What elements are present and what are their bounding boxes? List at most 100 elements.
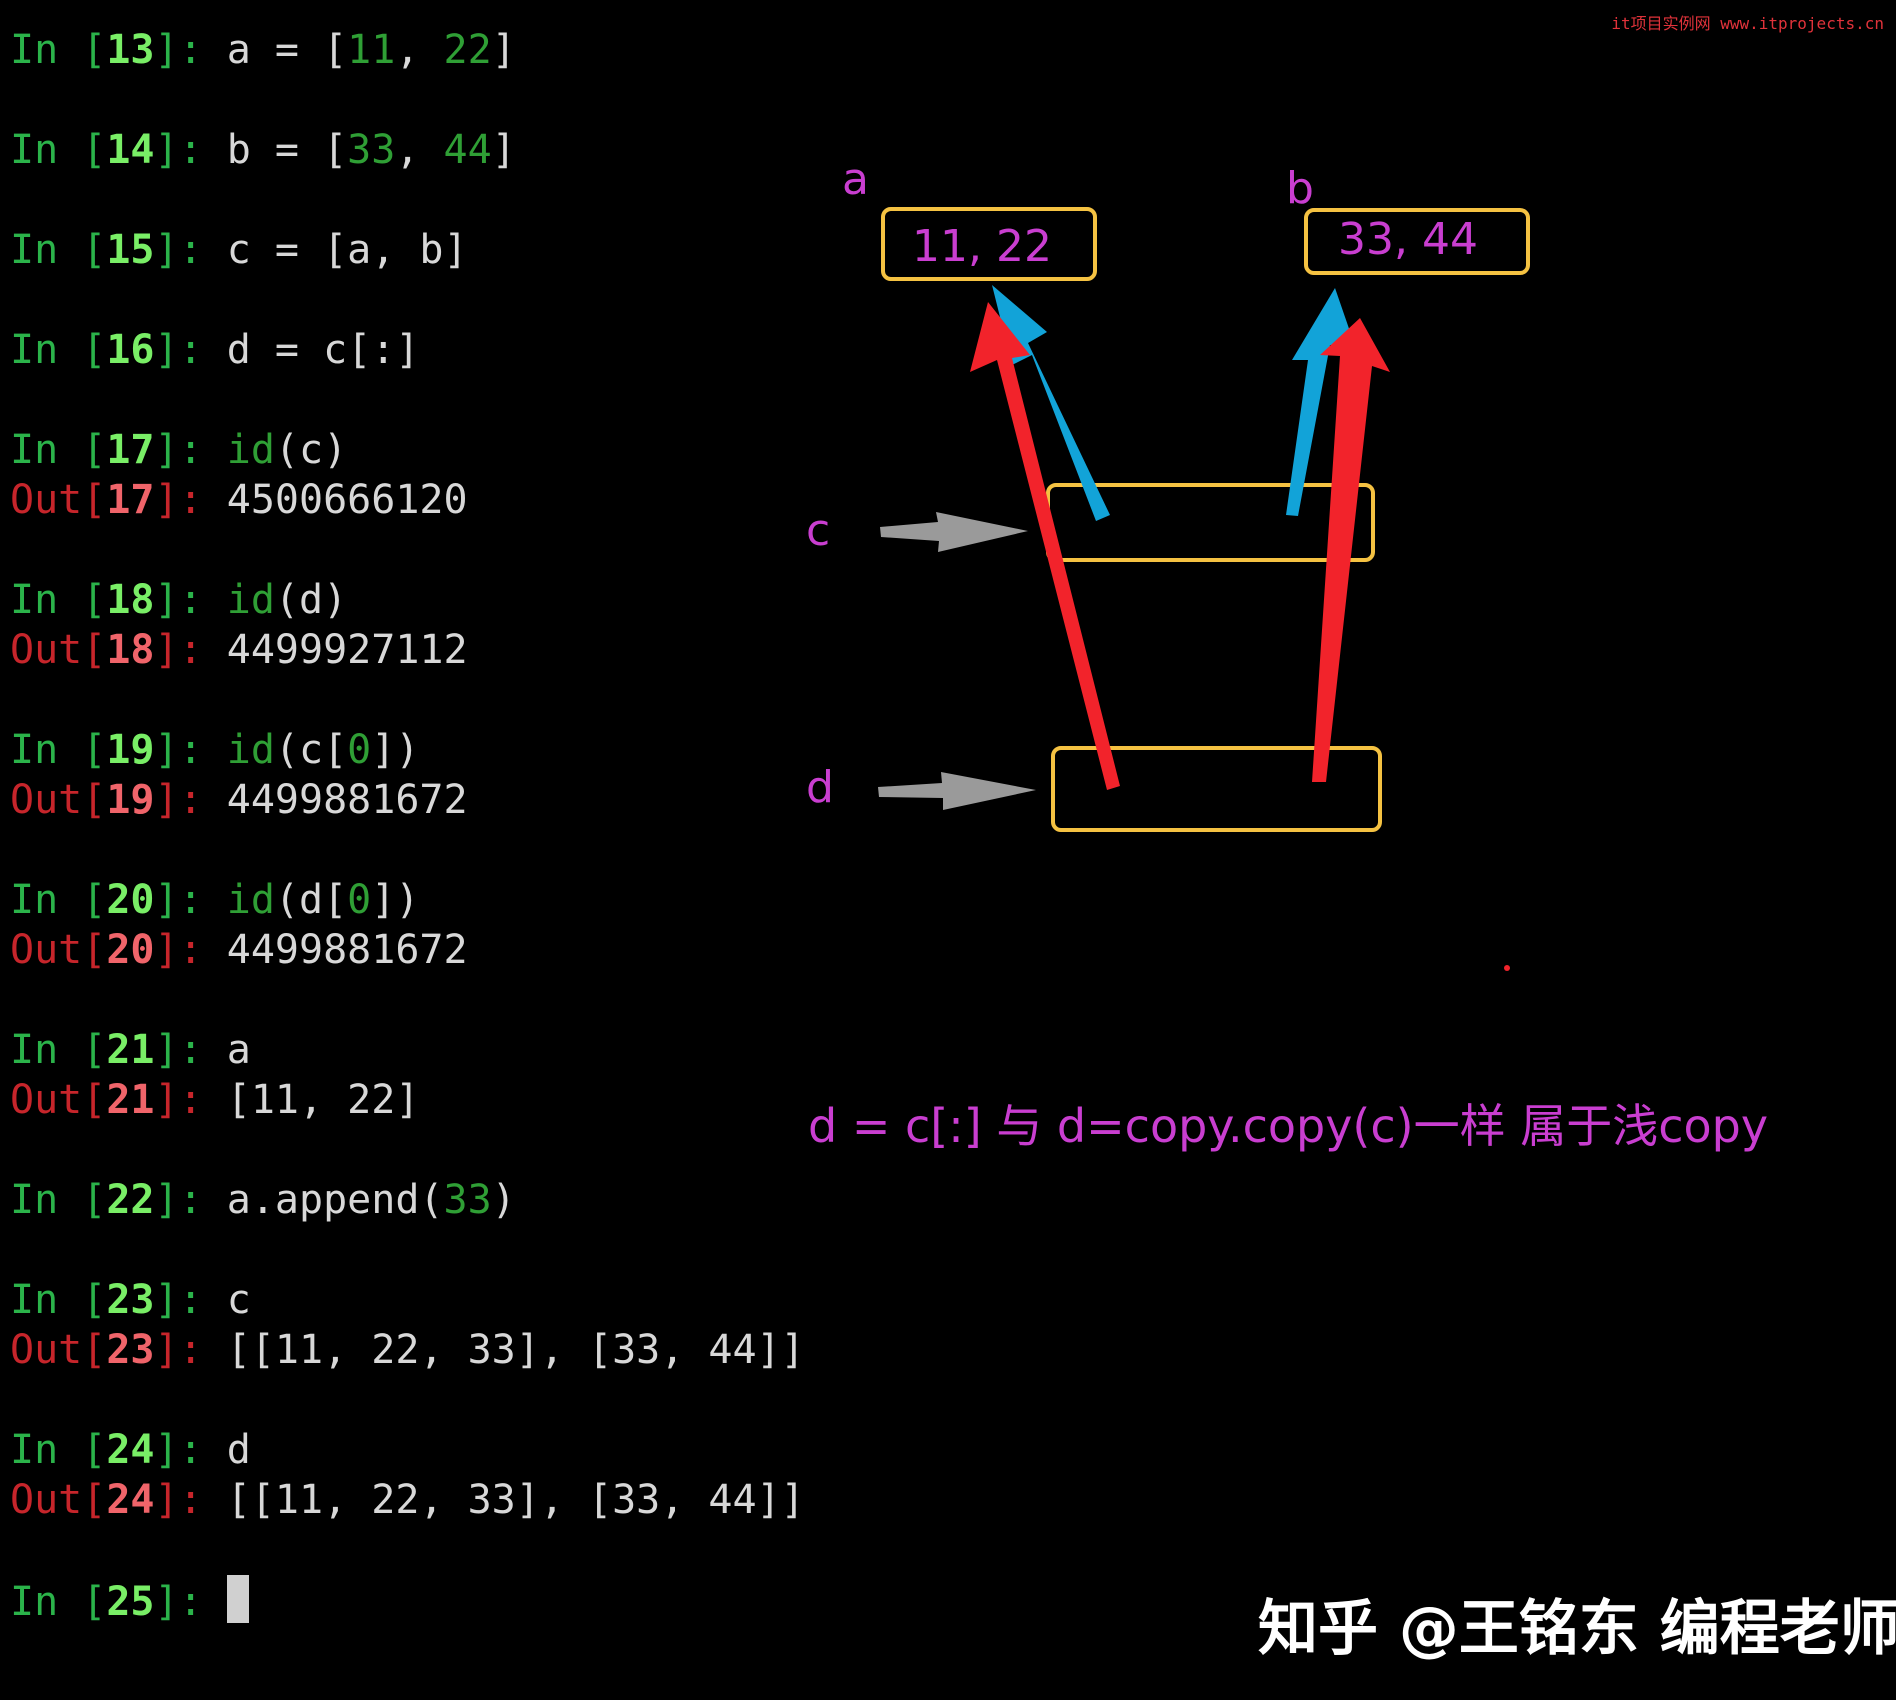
prompt-number: 16 [106,327,155,373]
out-prompt: Out[20]: [10,927,227,973]
input-code: id(d) [226,577,348,623]
input-line: In [13]: a = [11, 22] [10,25,516,75]
prompt-number: 23 [106,1277,155,1323]
output-value: 4500666120 [226,477,468,523]
in-prompt: In [15]: [10,227,227,273]
input-code: id(c[0]) [226,727,420,773]
prompt-number: 17 [106,427,155,473]
input-code: d [226,1427,251,1473]
input-line: In [15]: c = [a, b] [10,225,468,275]
input-code: d = c[:] [226,327,420,373]
input-code[interactable] [226,1575,249,1625]
prompt-number: 14 [106,127,155,173]
input-line: In [14]: b = [33, 44] [10,125,516,175]
box-d [1051,746,1382,832]
red-arrow-d-to-b [1312,318,1390,782]
pointer-arrow-c [880,512,1028,552]
box-b [1304,208,1530,275]
prompt-number: 13 [106,27,155,73]
input-code: c = [a, b] [226,227,468,273]
input-code: a [226,1027,251,1073]
output-line: Out[21]: [11, 22] [10,1075,419,1125]
input-line: In [25]: [10,1575,249,1625]
out-prompt: Out[18]: [10,627,227,673]
prompt-number: 22 [106,1177,155,1223]
prompt-number: 24 [106,1477,155,1523]
output-line: Out[24]: [[11, 22, 33], [33, 44]] [10,1475,805,1525]
box-a [881,207,1097,281]
output-value: 4499927112 [226,627,468,673]
label-d: d [806,762,834,813]
in-prompt: In [22]: [10,1177,227,1223]
output-value: [11, 22] [226,1077,420,1123]
prompt-number: 21 [106,1027,155,1073]
text-cursor[interactable] [226,1575,249,1623]
out-prompt: Out[17]: [10,477,227,523]
input-line: In [21]: a [10,1025,251,1075]
label-b: b [1286,163,1314,214]
output-value: [[11, 22, 33], [33, 44]] [226,1477,805,1523]
input-line: In [19]: id(c[0]) [10,725,419,775]
input-line: In [16]: d = c[:] [10,325,419,375]
prompt-number: 20 [106,877,155,923]
input-code: a.append(33) [226,1177,516,1223]
out-prompt: Out[21]: [10,1077,227,1123]
in-prompt: In [20]: [10,877,227,923]
output-line: Out[18]: 4499927112 [10,625,468,675]
output-line: Out[20]: 4499881672 [10,925,468,975]
red-arrow-d-to-a [970,302,1120,790]
label-c: c [806,505,830,556]
in-prompt: In [19]: [10,727,227,773]
in-prompt: In [24]: [10,1427,227,1473]
input-line: In [18]: id(d) [10,575,347,625]
in-prompt: In [21]: [10,1027,227,1073]
input-line: In [24]: d [10,1425,251,1475]
input-code: b = [33, 44] [226,127,516,173]
in-prompt: In [25]: [10,1579,227,1625]
input-code: id(d[0]) [226,877,420,923]
box-a-text: 11, 22 [912,221,1052,272]
input-code: a = [11, 22] [226,27,516,73]
output-value: 4499881672 [226,927,468,973]
input-line: In [17]: id(c) [10,425,347,475]
out-prompt: Out[23]: [10,1327,227,1373]
stray-dot [1504,965,1510,971]
pointer-arrow-d [878,772,1036,810]
output-line: Out[23]: [[11, 22, 33], [33, 44]] [10,1325,805,1375]
ipython-terminal[interactable]: In [13]: a = [11, 22] In [14]: b = [33, 4… [10,0,810,1700]
in-prompt: In [17]: [10,427,227,473]
in-prompt: In [18]: [10,577,227,623]
in-prompt: In [14]: [10,127,227,173]
output-value: [[11, 22, 33], [33, 44]] [226,1327,805,1373]
label-a: a [842,154,869,205]
in-prompt: In [13]: [10,27,227,73]
output-value: 4499881672 [226,777,468,823]
prompt-number: 17 [106,477,155,523]
box-b-text: 33, 44 [1338,214,1478,265]
blue-arrow-c-to-a [992,285,1110,521]
prompt-number: 24 [106,1427,155,1473]
prompt-number: 18 [106,577,155,623]
prompt-number: 15 [106,227,155,273]
prompt-number: 20 [106,927,155,973]
input-line: In [22]: a.append(33) [10,1175,516,1225]
input-code: id(c) [226,427,348,473]
prompt-number: 23 [106,1327,155,1373]
input-line: In [20]: id(d[0]) [10,875,419,925]
prompt-number: 19 [106,777,155,823]
prompt-number: 18 [106,627,155,673]
input-line: In [23]: c [10,1275,251,1325]
author-signature: 知乎 @王铭东 编程老师 [1258,1594,1896,1664]
watermark-top: it项目实例网 www.itprojects.cn [1611,14,1884,33]
output-line: Out[19]: 4499881672 [10,775,468,825]
input-code: c [226,1277,251,1323]
prompt-number: 19 [106,727,155,773]
prompt-number: 21 [106,1077,155,1123]
out-prompt: Out[19]: [10,777,227,823]
in-prompt: In [16]: [10,327,227,373]
caption-text: d = c[:] 与 d=copy.copy(c)一样 属于浅copy [808,1099,1769,1153]
out-prompt: Out[24]: [10,1477,227,1523]
in-prompt: In [23]: [10,1277,227,1323]
prompt-number: 25 [106,1579,155,1625]
